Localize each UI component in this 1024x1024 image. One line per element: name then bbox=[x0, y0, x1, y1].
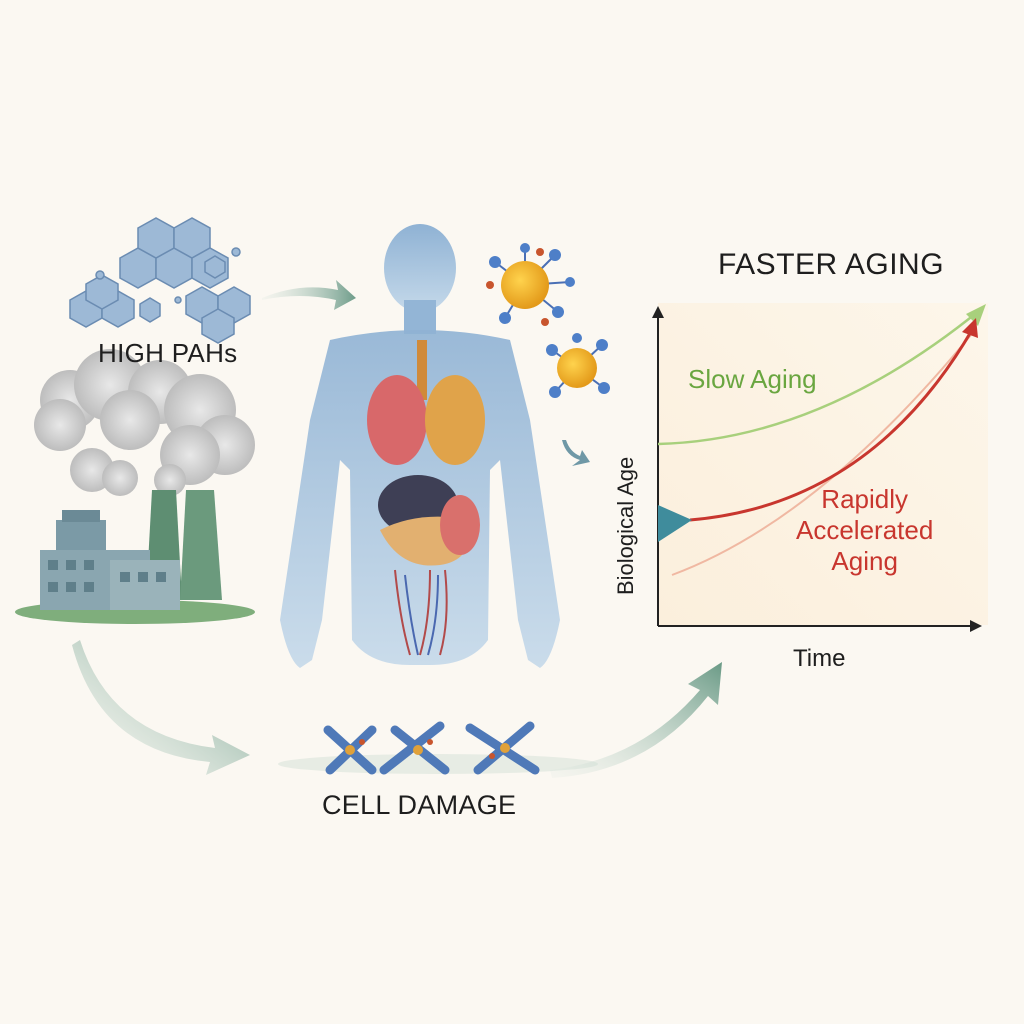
series-slow-aging bbox=[657, 309, 981, 446]
rapid-arrow-head-icon bbox=[962, 318, 978, 338]
rapid-aging-label-line2: Accelerated bbox=[796, 515, 934, 545]
series-faint-line bbox=[671, 329, 976, 576]
organs-icon bbox=[367, 340, 485, 656]
virus-small-icon bbox=[546, 333, 610, 398]
x-axis-arrow-icon bbox=[970, 620, 982, 632]
chart-plot-area bbox=[658, 303, 988, 625]
arrow-to-cell-damage-icon bbox=[72, 640, 250, 775]
x-axis-label: Time bbox=[793, 645, 846, 672]
y-axis-label: Biological Age bbox=[613, 456, 638, 595]
aging-chart bbox=[652, 303, 988, 632]
rapid-aging-label: Rapidly Accelerated Aging bbox=[796, 484, 933, 577]
rapid-aging-label-line1: Rapidly bbox=[821, 484, 909, 514]
small-arrow-icon bbox=[562, 440, 590, 466]
pahs-label: HIGH PAHs bbox=[98, 338, 238, 368]
smoke-clouds-icon bbox=[34, 349, 255, 496]
arrow-to-chart-icon bbox=[550, 662, 722, 778]
virus-large-icon bbox=[486, 243, 575, 326]
start-marker-icon bbox=[658, 505, 692, 542]
chart-title: FASTER AGING bbox=[718, 248, 945, 281]
slow-arrow-head-icon bbox=[966, 304, 986, 326]
rapid-aging-label-line3: Aging bbox=[831, 546, 898, 576]
y-axis-arrow-icon bbox=[652, 306, 664, 318]
dna-damage-icon bbox=[278, 721, 598, 775]
series-rapid-aging bbox=[689, 329, 974, 522]
slow-aging-label: Slow Aging bbox=[688, 364, 817, 394]
factory-icon bbox=[15, 490, 255, 624]
pah-molecules-icon bbox=[69, 217, 251, 344]
cell-damage-label: CELL DAMAGE bbox=[322, 790, 517, 820]
arrow-to-body-icon bbox=[262, 280, 356, 310]
